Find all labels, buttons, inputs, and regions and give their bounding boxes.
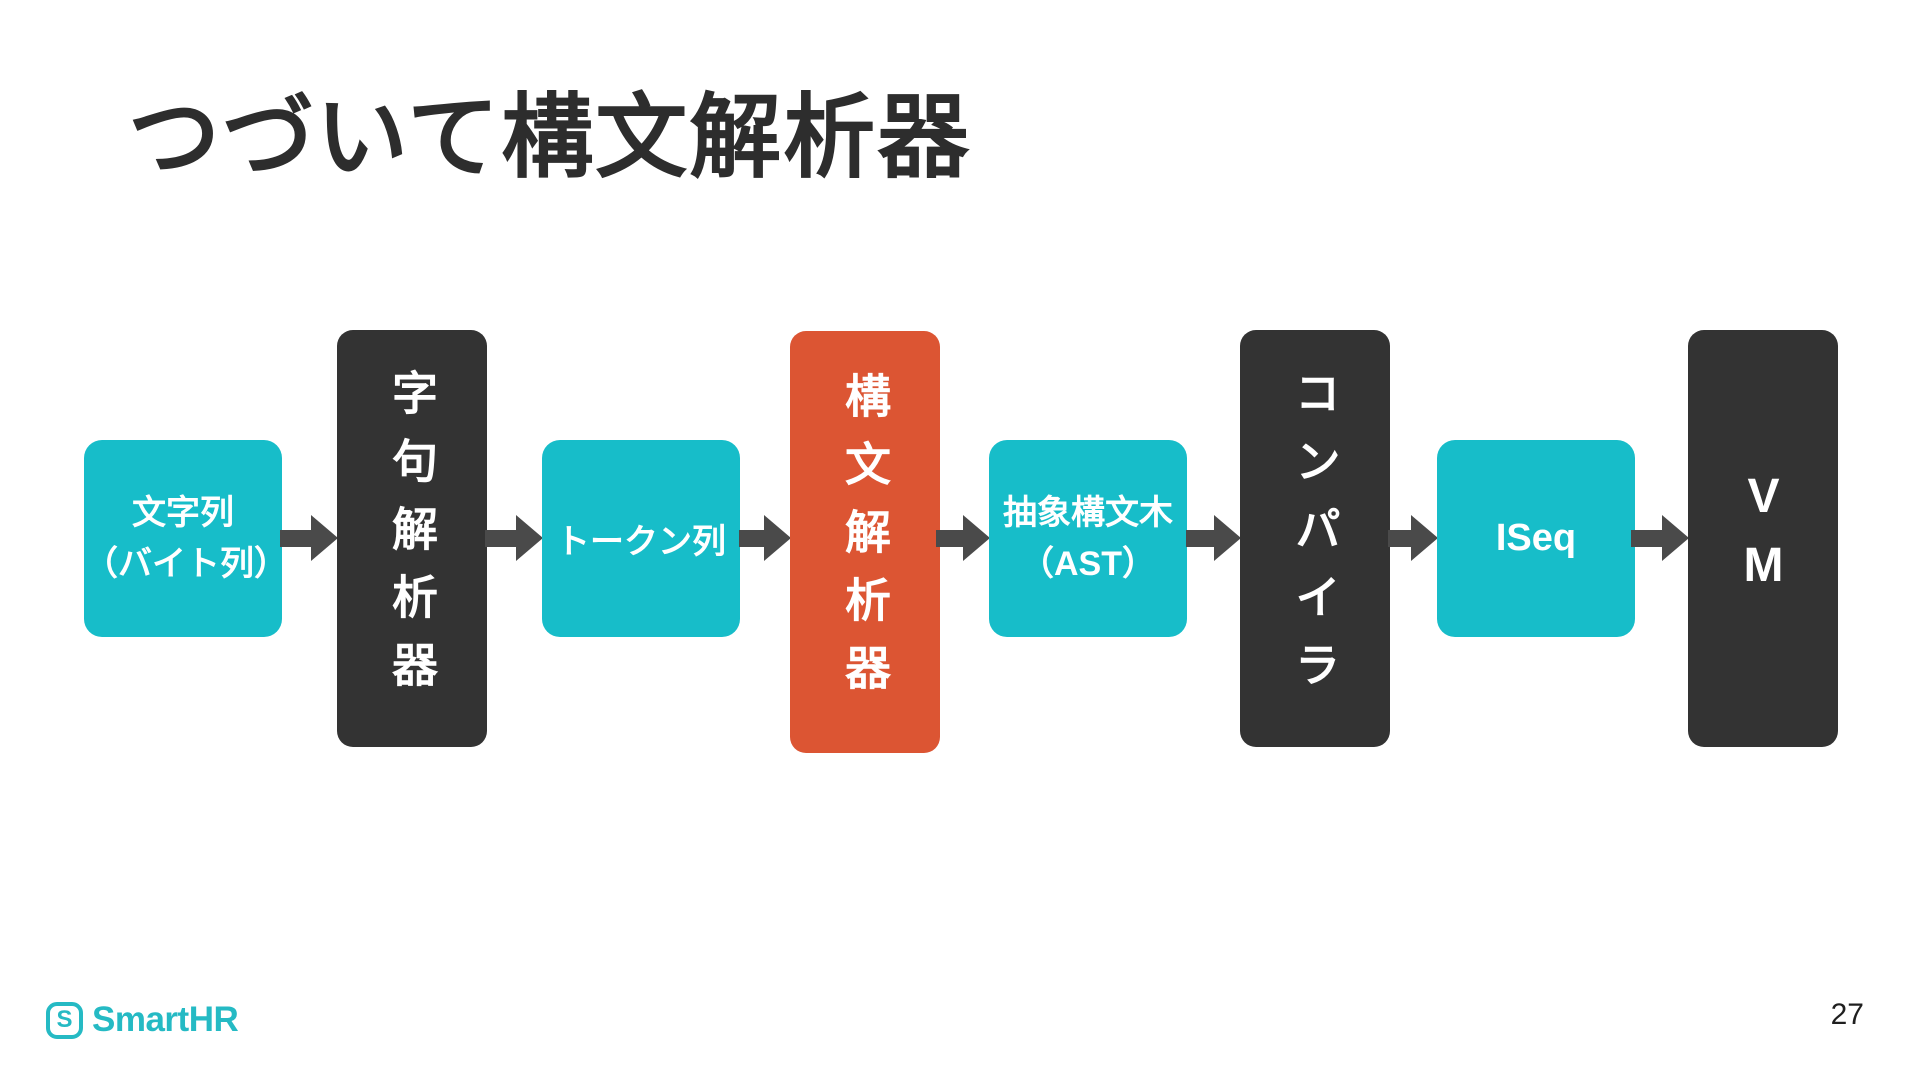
arrow-head-icon [1214, 515, 1241, 561]
node-label: 字句解析器 [386, 368, 438, 709]
smarthr-logo-icon: S [46, 1001, 83, 1039]
arrow-stem [1388, 529, 1411, 547]
node-label: VM [1737, 469, 1790, 608]
page-number: 27 [1830, 998, 1864, 1031]
node-parser-highlighted: 構文解析器 [790, 331, 940, 753]
flow-arrow-5 [1186, 515, 1241, 561]
node-ast: 抽象構文木 （AST） [989, 440, 1187, 637]
flow-arrow-3 [739, 515, 791, 561]
node-string-input: 文字列 （バイト列） [84, 440, 288, 637]
node-label: 文字列 （バイト列） [84, 493, 288, 585]
node-label-line: 文字列 [132, 493, 234, 532]
node-token-stream: トークン列 [542, 440, 740, 637]
node-label: 抽象構文木 （AST） [1003, 493, 1173, 585]
arrow-stem [280, 529, 311, 547]
flow-arrow-4 [936, 515, 990, 561]
arrow-head-icon [1411, 515, 1438, 561]
node-label: コンパイラ [1289, 368, 1341, 709]
flow-arrow-6 [1388, 515, 1438, 561]
arrow-stem [485, 529, 516, 547]
node-label-line: （AST） [1020, 544, 1156, 583]
smarthr-logo-text: SmartHR [92, 1000, 239, 1039]
arrow-stem [936, 529, 963, 547]
node-label: トークン列 [556, 523, 726, 561]
node-iseq: ISeq [1437, 440, 1635, 637]
arrow-head-icon [516, 515, 543, 561]
node-lexer: 字句解析器 [337, 330, 487, 747]
node-compiler: コンパイラ [1240, 330, 1390, 747]
arrow-stem [1186, 529, 1214, 547]
slide-title: つづいて構文解析器 [128, 87, 972, 189]
node-label-line: 抽象構文木 [1003, 493, 1173, 532]
smarthr-logo: S SmartHR [46, 1000, 239, 1040]
arrow-head-icon [963, 515, 990, 561]
arrow-head-icon [1662, 515, 1689, 561]
arrow-stem [739, 529, 764, 547]
node-vm: VM [1688, 330, 1838, 747]
flow-arrow-7 [1631, 515, 1689, 561]
flow-arrow-2 [485, 515, 543, 561]
arrow-head-icon [764, 515, 791, 561]
arrow-head-icon [311, 515, 338, 561]
node-label: 構文解析器 [839, 372, 891, 712]
node-label: ISeq [1495, 517, 1577, 559]
flow-arrow-1 [280, 515, 338, 561]
arrow-stem [1631, 529, 1662, 547]
node-label-line: （バイト列） [84, 544, 288, 583]
